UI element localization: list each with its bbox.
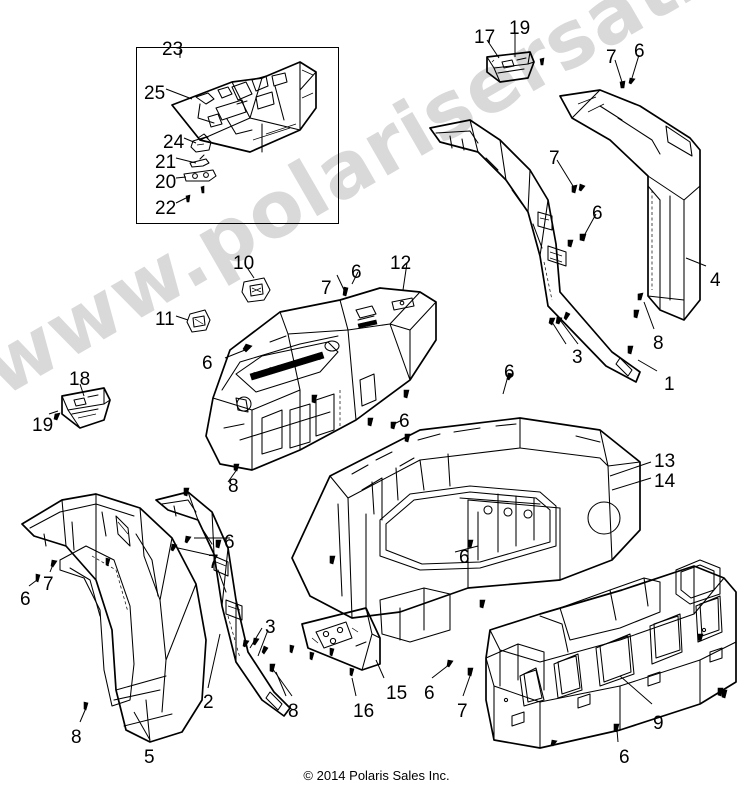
callout-6-i: 6 [20,589,31,610]
callout-6-g: 6 [459,547,470,568]
callout-1: 1 [664,374,675,395]
callout-17: 17 [474,27,496,48]
callout-6-c: 6 [351,262,362,283]
part-4-right-side-panel [559,89,707,330]
copyright-footer: © 2014 Polaris Sales Inc. [303,768,450,783]
callout-23: 23 [162,39,184,60]
part-12-center-console [205,262,437,483]
callout-3-a: 3 [572,347,583,368]
callout-19-top: 19 [509,18,531,39]
callout-6-j: 6 [424,683,435,704]
part-9-rear-panel [479,559,737,749]
callout-6-e: 6 [504,362,515,383]
callout-7-e: 7 [43,574,54,595]
callout-7-c: 7 [321,278,332,299]
callout-8-c: 8 [288,701,299,722]
inset-detail-box [136,47,339,224]
part-2-left-pillar [155,491,293,717]
part-18-trim [48,383,111,429]
callout-22: 22 [155,198,177,219]
callout-8-a: 8 [653,333,664,354]
callout-2: 2 [203,692,214,713]
callout-7-d: 7 [208,552,219,573]
callout-18: 18 [69,369,91,390]
callout-3-b: 3 [265,617,276,638]
inset-part-23-hatch [165,50,317,204]
callout-9: 9 [653,713,664,734]
part-5-left-fender [21,493,207,743]
callout-16: 16 [353,701,375,722]
callout-4: 4 [710,270,721,291]
callout-6-d: 6 [202,353,213,374]
callout-6-f: 6 [399,411,410,432]
callout-19-left: 19 [32,415,54,436]
callout-14: 14 [654,471,676,492]
part-10-cap [241,265,271,303]
callout-21: 21 [155,152,177,173]
callout-24: 24 [163,132,185,153]
part-17-trim [486,32,640,89]
part-15-floor-plate [289,607,474,697]
part-13-cargo-box [291,372,652,643]
part-1-rear-pillar [429,119,658,383]
callout-25: 25 [144,83,166,104]
callout-6-h: 6 [224,532,235,553]
callout-7-b: 7 [549,148,560,169]
callout-7-f: 7 [457,701,468,722]
callout-12: 12 [390,253,412,274]
callout-7-a: 7 [606,47,617,68]
callout-8-d: 8 [71,727,82,748]
callout-11: 11 [155,309,175,330]
callout-10: 10 [233,253,255,274]
fasteners [183,309,724,697]
callout-15: 15 [386,683,408,704]
part-11-cap [175,309,211,333]
callout-6-b: 6 [592,203,603,224]
callout-6-a: 6 [634,41,645,62]
callout-13: 13 [654,451,676,472]
callout-8-b: 8 [228,476,239,497]
callout-5: 5 [144,747,155,768]
callout-6-k: 6 [619,747,630,768]
callout-20: 20 [155,172,177,193]
